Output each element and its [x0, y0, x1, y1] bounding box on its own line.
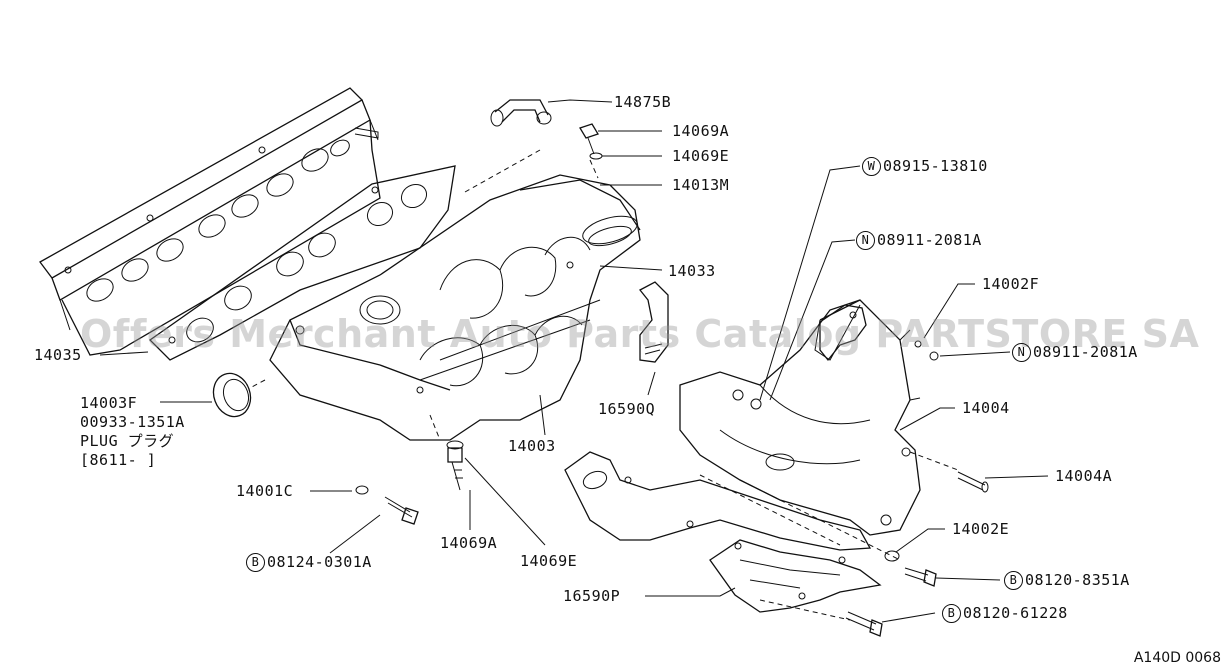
part-label-14004A[interactable]: 14004A [1055, 467, 1113, 485]
nut-prefix-circle: N [1012, 343, 1031, 362]
part-number-text: 08120-8351A [1025, 571, 1130, 589]
part-label-14004[interactable]: 14004 [962, 399, 1010, 417]
part-number-text: 08911-2081A [877, 231, 982, 249]
part-label-14003[interactable]: 14003 [508, 437, 556, 455]
part-label-14001C[interactable]: 14001C [236, 482, 294, 500]
part-label-14069A-bottom[interactable]: 14069A [440, 534, 498, 552]
heat-shield-16590P [709, 539, 882, 613]
washer-14001C [355, 485, 369, 495]
date-range-label: [8611- ] [80, 451, 157, 469]
part-number-text: 08915-13810 [883, 157, 988, 175]
intake-flange-strip [39, 87, 381, 356]
part-label-14033[interactable]: 14033 [668, 262, 716, 280]
part-label-14002E[interactable]: 14002E [952, 520, 1010, 538]
part-label-16590P[interactable]: 16590P [563, 587, 621, 605]
diagram-reference-code: A140D 0068 [1133, 650, 1221, 666]
washer-prefix-circle: W [862, 157, 881, 176]
nut-prefix-circle: N [856, 231, 875, 250]
bolt-prefix-circle: B [246, 553, 265, 572]
part-label-00933-1351A[interactable]: 00933-1351A [80, 413, 185, 431]
down-pipe [564, 451, 872, 551]
part-number-text: 08124-0301A [267, 553, 372, 571]
part-label-16590Q[interactable]: 16590Q [598, 400, 656, 418]
part-label-14069E-top[interactable]: 14069E [672, 147, 730, 165]
bolt-08120-8351A [904, 567, 937, 587]
part-label-14035[interactable]: 14035 [34, 346, 82, 364]
part-label-14069A-top[interactable]: 14069A [672, 122, 730, 140]
pipe-14875B [490, 99, 552, 127]
washer-14002E [884, 550, 900, 562]
exhaust-manifold-14004 [679, 299, 921, 536]
bolt-14069A-top [579, 123, 603, 160]
bolt-08120-61228 [845, 611, 883, 637]
bracket-16590Q [639, 281, 669, 363]
part-number-text: 08120-61228 [963, 604, 1068, 622]
bolt-14069A-bottom [446, 440, 464, 491]
part-number-text: 08911-2081A [1033, 343, 1138, 361]
bolt-08124 [384, 496, 419, 525]
bolt-prefix-circle: B [942, 604, 961, 623]
part-label-14003F[interactable]: 14003F [80, 394, 138, 412]
stud-14004A [957, 471, 989, 493]
exhaust-manifold-14003 [269, 174, 641, 441]
plug-label: PLUG プラグ [80, 432, 175, 450]
assembly-lines [249, 149, 959, 621]
leader-lines [99, 99, 1049, 623]
bolt-prefix-circle: B [1004, 571, 1023, 590]
part-label-14069E-bottom[interactable]: 14069E [520, 552, 578, 570]
seal-ring-14003F [212, 372, 252, 418]
part-label-14013M[interactable]: 14013M [672, 176, 730, 194]
part-label-14002F[interactable]: 14002F [982, 275, 1040, 293]
part-label-14875B[interactable]: 14875B [614, 93, 672, 111]
gasket-14002F [819, 304, 939, 362]
